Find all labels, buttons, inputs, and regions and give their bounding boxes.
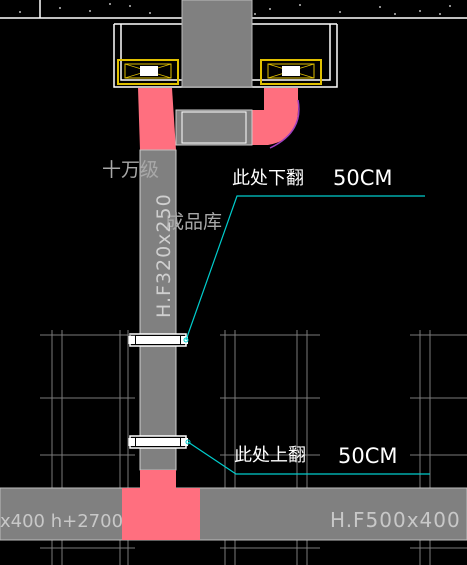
fitting-left-top: [138, 88, 176, 150]
fitting-right-elbow-edge: [269, 99, 300, 149]
vertical-duct-label: H.F320x250: [153, 193, 175, 318]
wall-hatching: [19, 3, 451, 15]
leader-line-lower: [187, 441, 430, 475]
connector-duct: [175, 109, 253, 146]
diffuser-left: [117, 59, 179, 85]
room-name-1: 十万级: [102, 159, 159, 181]
note-down-label: 此处下翻: [232, 168, 304, 189]
main-duct-right-label: H.F500x400: [330, 508, 461, 532]
note-up-label: 此处上翻: [234, 445, 306, 466]
hanger-upper: [128, 333, 188, 347]
fitting-right-elbow: [252, 88, 298, 145]
main-duct-left-label: x400 h+2700: [0, 511, 123, 532]
main-duct: [0, 487, 467, 541]
diffuser-right: [260, 59, 322, 85]
leader-line-upper: [185, 195, 425, 341]
room-name-2: 成品库: [165, 211, 222, 233]
note-up-dimension: 50CM: [338, 444, 398, 468]
hanger-lower: [128, 435, 188, 449]
vertical-duct: [139, 149, 177, 471]
note-down-dimension: 50CM: [333, 166, 393, 190]
shaft: [181, 0, 253, 88]
fitting-tee: [122, 470, 200, 540]
